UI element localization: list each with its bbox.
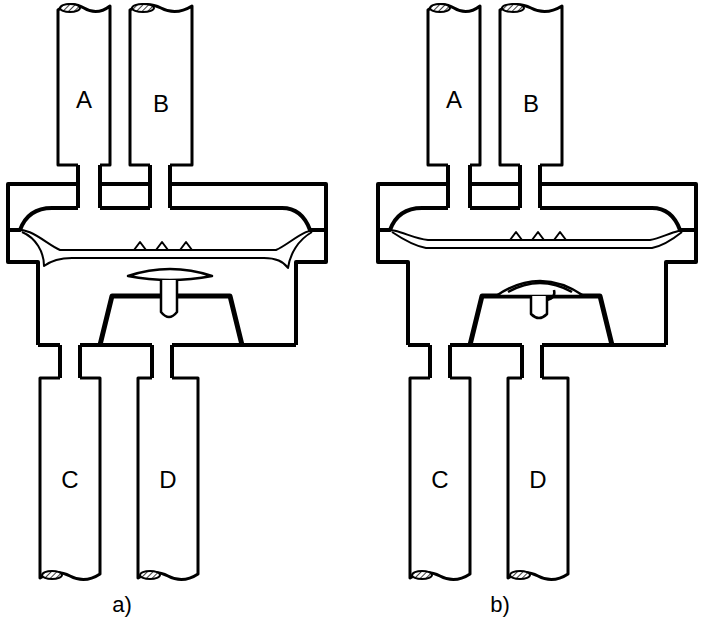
- port-letter: D: [159, 468, 176, 492]
- housing: [378, 163, 696, 380]
- valve-closed: [378, 4, 696, 580]
- port-letter: D: [529, 468, 546, 492]
- diaphragm: [12, 229, 322, 268]
- pipe-label-area: D: [140, 420, 196, 540]
- figure-label: a): [112, 594, 132, 616]
- figure-label: b): [490, 594, 510, 616]
- port-letter: C: [431, 468, 448, 492]
- port-letter: B: [523, 92, 539, 116]
- diaphragm: [382, 230, 692, 248]
- port-letter: A: [446, 88, 462, 112]
- pipe-label-area: B: [132, 44, 190, 164]
- port-letter: C: [61, 468, 78, 492]
- pipe-label-area: A: [430, 40, 478, 160]
- pipe-label-area: A: [60, 40, 108, 160]
- valve-plug: [128, 269, 212, 317]
- port-letter: B: [153, 92, 169, 116]
- valve-plug: [496, 281, 584, 318]
- valve-open: [8, 4, 326, 580]
- pipe-label-area: C: [412, 420, 468, 540]
- pipe-label-area: C: [42, 420, 98, 540]
- pipe-label-area: D: [510, 420, 566, 540]
- pipe-label-area: B: [502, 44, 560, 164]
- port-letter: A: [76, 88, 92, 112]
- housing: [8, 163, 326, 380]
